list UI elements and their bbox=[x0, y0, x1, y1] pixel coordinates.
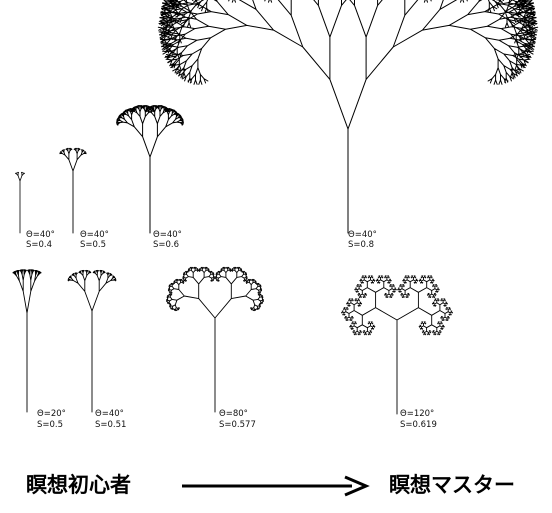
tree-label-t2: Θ=40° S=0.5 bbox=[80, 230, 109, 250]
scale-label: S=0.5 bbox=[80, 240, 106, 250]
theta-label: Θ=80° bbox=[219, 409, 248, 419]
fractal-tree-t3 bbox=[116, 105, 184, 234]
tree-label-t3: Θ=40° S=0.6 bbox=[153, 230, 182, 250]
fractal-tree-t5 bbox=[12, 269, 42, 413]
tree-branches bbox=[116, 105, 184, 234]
theta-label: Θ=40° bbox=[95, 409, 124, 419]
tree-label-t6: Θ=40° S=0.51 bbox=[95, 409, 126, 430]
tree-label-t1: Θ=40° S=0.4 bbox=[26, 230, 55, 250]
fractal-tree-t6 bbox=[67, 269, 117, 413]
tree-label-t8: Θ=120° S=0.619 bbox=[400, 409, 437, 430]
caption-master: 瞑想マスター bbox=[389, 473, 515, 497]
fractal-tree-t2 bbox=[59, 147, 87, 234]
progress-arrow bbox=[182, 475, 370, 497]
scale-label: S=0.4 bbox=[26, 240, 52, 250]
fractal-tree-t1 bbox=[15, 171, 25, 234]
scale-label: S=0.6 bbox=[153, 240, 179, 250]
scale-label: S=0.5 bbox=[37, 420, 63, 430]
fractal-tree-t7 bbox=[166, 266, 264, 413]
tree-branches bbox=[166, 266, 264, 413]
fractal-tree-t4 bbox=[157, 0, 539, 234]
tree-label-t7: Θ=80° S=0.577 bbox=[219, 409, 256, 430]
theta-label: Θ=120° bbox=[400, 409, 434, 419]
theta-label: Θ=40° bbox=[348, 230, 377, 240]
caption-beginner: 瞑想初心者 bbox=[26, 473, 131, 497]
tree-branches bbox=[157, 0, 539, 234]
tree-branches bbox=[67, 269, 117, 413]
tree-label-t5: Θ=20° S=0.5 bbox=[37, 409, 66, 430]
tree-branches bbox=[59, 147, 87, 234]
scale-label: S=0.8 bbox=[348, 240, 374, 250]
tree-branches bbox=[341, 275, 453, 415]
theta-label: Θ=40° bbox=[153, 230, 182, 240]
tree-branches bbox=[12, 269, 42, 413]
theta-label: Θ=20° bbox=[37, 409, 66, 419]
fractal-tree-t8 bbox=[341, 275, 453, 415]
theta-label: Θ=40° bbox=[80, 230, 109, 240]
trees-layer bbox=[12, 0, 539, 415]
theta-label: Θ=40° bbox=[26, 230, 55, 240]
scale-label: S=0.51 bbox=[95, 420, 126, 430]
scale-label: S=0.577 bbox=[219, 420, 256, 430]
scale-label: S=0.619 bbox=[400, 420, 437, 430]
tree-label-t4: Θ=40° S=0.8 bbox=[348, 230, 377, 250]
tree-branches bbox=[15, 171, 25, 234]
